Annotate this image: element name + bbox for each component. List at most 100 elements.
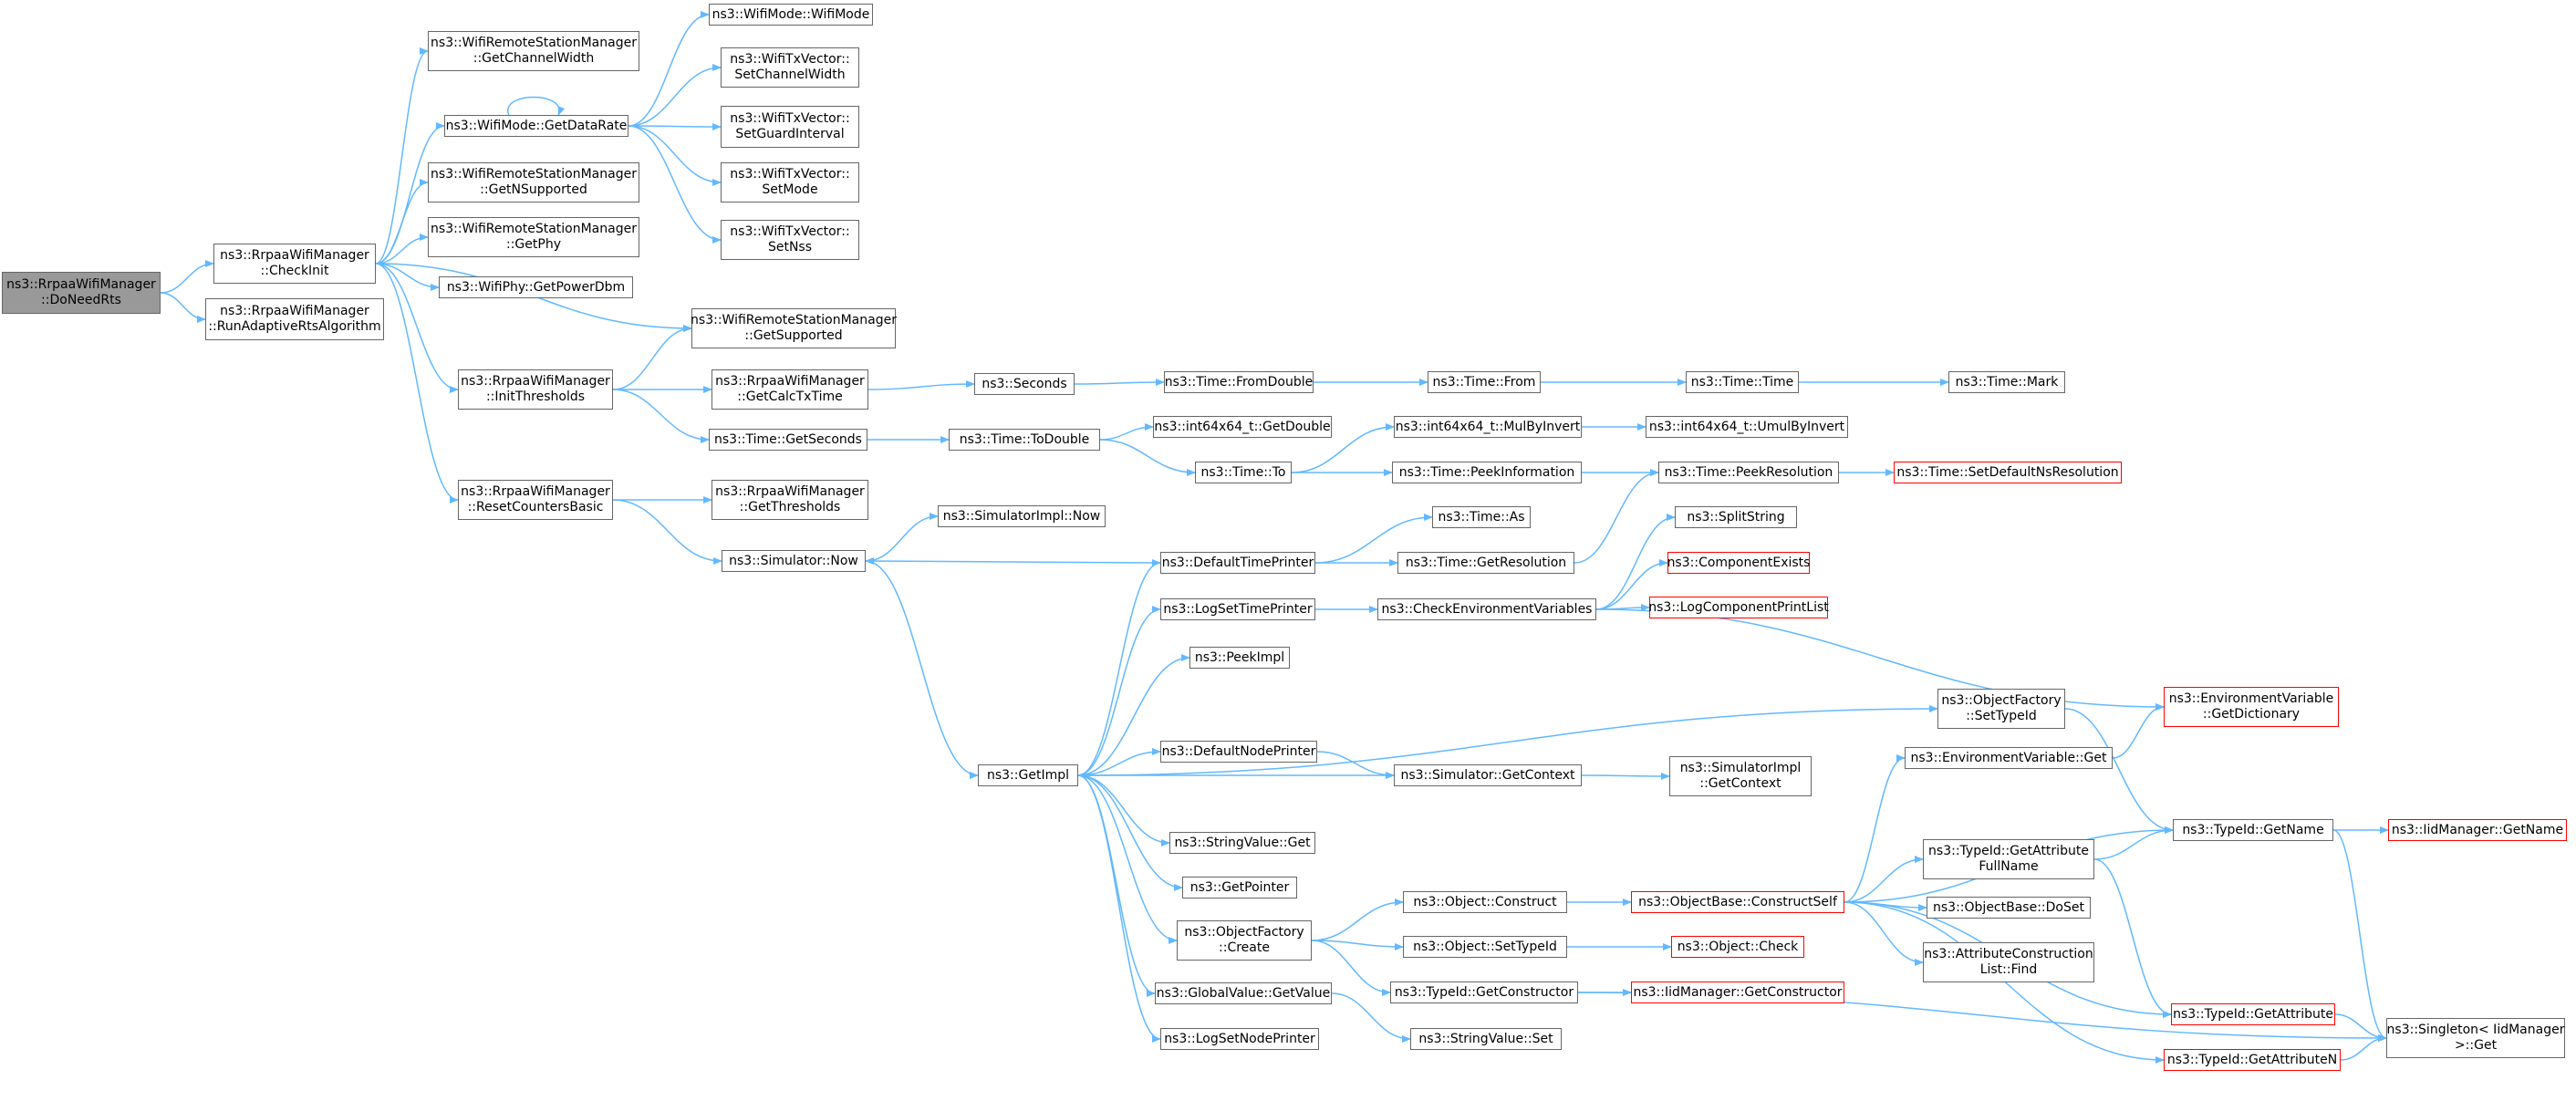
node-environmentvariable-getdictionary[interactable]: ns3::EnvironmentVariable::GetDictionary xyxy=(2164,687,2339,727)
node-getpointer[interactable]: ns3::GetPointer xyxy=(1182,877,1297,898)
node-getnsupported[interactable]: ns3::WifiRemoteStationManager::GetNSuppo… xyxy=(428,162,639,203)
node-int64x64-mulbyinvert[interactable]: ns3::int64x64_t::MulByInvert xyxy=(1394,416,1582,438)
node-setchannelwidth[interactable]: ns3::WifiTxVector::SetChannelWidth xyxy=(721,47,859,88)
node-time-mark[interactable]: ns3::Time::Mark xyxy=(1948,371,2065,393)
node-simulatorimpl-now[interactable]: ns3::SimulatorImpl::Now xyxy=(938,505,1106,527)
node-time-todouble[interactable]: ns3::Time::ToDouble xyxy=(949,429,1100,451)
node-label-line: ns3::DefaultNodePrinter xyxy=(1161,743,1316,759)
node-label-line: ns3::GlobalValue::GetValue xyxy=(1156,985,1331,1001)
node-getthresholds[interactable]: ns3::RrpaaWifiManager::GetThresholds xyxy=(712,480,868,520)
node-simulator-getcontext[interactable]: ns3::Simulator::GetContext xyxy=(1394,764,1582,786)
node-label-line: ::RunAdaptiveRtsAlgorithm xyxy=(208,319,381,334)
node-objectbase-constructself[interactable]: ns3::ObjectBase::ConstructSelf xyxy=(1631,891,1844,913)
node-label-line: ns3::TypeId::GetAttribute xyxy=(2173,1006,2333,1022)
node-time-from[interactable]: ns3::Time::From xyxy=(1428,371,1541,393)
node-getchannelwidth[interactable]: ns3::WifiRemoteStationManager::GetChanne… xyxy=(428,31,639,71)
node-object-check[interactable]: ns3::Object::Check xyxy=(1671,936,1804,958)
node-runadaptivertsalgorithm[interactable]: ns3::RrpaaWifiManager::RunAdaptiveRtsAlg… xyxy=(205,298,384,340)
edge-checkinit-to-getphy xyxy=(375,234,429,265)
node-getpowerdbm[interactable]: ns3::WifiPhy::GetPowerDbm xyxy=(439,276,633,298)
node-typeid-getattributen[interactable]: ns3::TypeId::GetAttributeN xyxy=(2164,1049,2341,1071)
node-label: ns3::WifiTxVector::SetMode xyxy=(730,167,849,198)
node-object-settypeid[interactable]: ns3::Object::SetTypeId xyxy=(1403,936,1567,958)
node-time-fromdouble[interactable]: ns3::Time::FromDouble xyxy=(1164,371,1314,393)
node-time-setdefaultnsresolution[interactable]: ns3::Time::SetDefaultNsResolution xyxy=(1894,462,2122,483)
node-label: ns3::WifiTxVector::SetNss xyxy=(730,224,849,255)
node-checkinit[interactable]: ns3::RrpaaWifiManager::CheckInit xyxy=(213,244,376,284)
node-logsetnodeprinter[interactable]: ns3::LogSetNodePrinter xyxy=(1160,1028,1319,1050)
node-resetcountersbasic[interactable]: ns3::RrpaaWifiManager::ResetCountersBasi… xyxy=(458,480,613,520)
edge-resetcounters-to-simnow xyxy=(612,499,722,565)
node-iidmanager-getname[interactable]: ns3::IidManager::GetName xyxy=(2388,819,2567,841)
node-getsupported[interactable]: ns3::WifiRemoteStationManager::GetSuppor… xyxy=(691,308,897,348)
node-peekimpl[interactable]: ns3::PeekImpl xyxy=(1189,647,1290,669)
node-label-line: ns3::Time::SetDefaultNsResolution xyxy=(1896,464,2119,480)
node-defaultnodeprinter[interactable]: ns3::DefaultNodePrinter xyxy=(1160,741,1317,763)
node-getcalctxtime[interactable]: ns3::RrpaaWifiManager::GetCalcTxTime xyxy=(712,369,868,410)
node-time-peekinformation[interactable]: ns3::Time::PeekInformation xyxy=(1392,462,1582,483)
node-label: ns3::TypeId::GetConstructor xyxy=(1395,985,1574,1001)
node-logcomponentprintlist[interactable]: ns3::LogComponentPrintList xyxy=(1648,597,1829,618)
node-label: ns3::Time::GetSeconds xyxy=(714,432,862,448)
node-label: ns3::ObjectFactory::Create xyxy=(1184,925,1304,956)
node-label: ns3::RrpaaWifiManager::DoNeedRts xyxy=(6,277,156,308)
node-label-line: ns3::WifiMode::WifiMode xyxy=(712,6,870,22)
node-defaulttimeprinter[interactable]: ns3::DefaultTimePrinter xyxy=(1160,552,1315,574)
node-label: ns3::TypeId::GetAttribute xyxy=(2173,1007,2333,1023)
node-time-getseconds[interactable]: ns3::Time::GetSeconds xyxy=(709,429,867,451)
node-wifimode[interactable]: ns3::WifiMode::WifiMode xyxy=(709,4,873,26)
node-initthresholds[interactable]: ns3::RrpaaWifiManager::InitThresholds xyxy=(458,369,613,410)
node-label: ns3::int64x64_t::UmulByInvert xyxy=(1649,420,1844,435)
node-stringvalue-set[interactable]: ns3::StringValue::Set xyxy=(1410,1028,1562,1050)
node-simulator-now[interactable]: ns3::Simulator::Now xyxy=(722,550,866,572)
node-simulatorimpl-getcontext[interactable]: ns3::SimulatorImpl::GetContext xyxy=(1669,756,1812,796)
node-label: ns3::Seconds xyxy=(982,377,1066,392)
node-setmode[interactable]: ns3::WifiTxVector::SetMode xyxy=(721,162,859,203)
node-logsettimeprinter[interactable]: ns3::LogSetTimePrinter xyxy=(1160,598,1315,620)
node-seconds[interactable]: ns3::Seconds xyxy=(974,373,1075,395)
node-label: ns3::int64x64_t::MulByInvert xyxy=(1396,420,1580,435)
node-getimpl[interactable]: ns3::GetImpl xyxy=(978,764,1078,786)
node-label: ns3::GetImpl xyxy=(987,768,1069,784)
node-typeid-getname[interactable]: ns3::TypeId::GetName xyxy=(2173,819,2333,841)
node-int64x64-getdouble[interactable]: ns3::int64x64_t::GetDouble xyxy=(1153,416,1332,438)
node-label-line: ns3::Time::FromDouble xyxy=(1164,374,1314,390)
node-stringvalue-get[interactable]: ns3::StringValue::Get xyxy=(1169,832,1315,854)
node-label-line: ::Create xyxy=(1219,940,1270,955)
node-time-time[interactable]: ns3::Time::Time xyxy=(1686,371,1799,393)
node-label-line: SetChannelWidth xyxy=(734,68,846,82)
node-label: ns3::LogComponentPrintList xyxy=(1648,600,1828,616)
node-label-line: ns3::Simulator::Now xyxy=(729,553,858,568)
node-checkenvironmentvariables[interactable]: ns3::CheckEnvironmentVariables xyxy=(1377,598,1596,620)
node-typeid-getattribute[interactable]: ns3::TypeId::GetAttribute xyxy=(2171,1003,2335,1025)
node-objectfactory-create[interactable]: ns3::ObjectFactory::Create xyxy=(1177,920,1312,961)
node-typeid-getconstructor[interactable]: ns3::TypeId::GetConstructor xyxy=(1390,982,1578,1003)
node-objectfactory-settypeid[interactable]: ns3::ObjectFactory::SetTypeId xyxy=(1937,689,2065,729)
node-iidmanager-getconstructor[interactable]: ns3::IidManager::GetConstructor xyxy=(1631,982,1844,1003)
node-time-as[interactable]: ns3::Time::As xyxy=(1432,506,1531,528)
node-object-construct[interactable]: ns3::Object::Construct xyxy=(1403,891,1567,913)
node-getdatarate[interactable]: ns3::WifiMode::GetDataRate xyxy=(444,115,628,137)
node-label-line: >::Get xyxy=(2454,1038,2498,1053)
edge-getimpl-to-objfactorycreate xyxy=(1077,774,1178,944)
node-componentexists[interactable]: ns3::ComponentExists xyxy=(1667,552,1810,574)
node-label-line: ns3::WifiPhy::GetPowerDbm xyxy=(446,279,626,295)
node-globalvalue-getvalue[interactable]: ns3::GlobalValue::GetValue xyxy=(1155,982,1332,1004)
node-setnss[interactable]: ns3::WifiTxVector::SetNss xyxy=(721,220,859,260)
node-label-line: ns3::WifiRemoteStationManager xyxy=(431,36,637,50)
node-label-line: ns3::SimulatorImpl::Now xyxy=(942,508,1101,524)
node-label: ns3::Simulator::GetContext xyxy=(1400,768,1574,784)
node-time-peekresolution[interactable]: ns3::Time::PeekResolution xyxy=(1658,462,1839,483)
node-setguardinterval[interactable]: ns3::WifiTxVector::SetGuardInterval xyxy=(721,106,859,148)
node-time-getresolution[interactable]: ns3::Time::GetResolution xyxy=(1397,552,1574,574)
node-singleton-iidmanager-get[interactable]: ns3::Singleton< IidManager>::Get xyxy=(2386,1018,2565,1058)
node-objectbase-doset[interactable]: ns3::ObjectBase::DoSet xyxy=(1927,897,2091,919)
node-environmentvariable-get[interactable]: ns3::EnvironmentVariable::Get xyxy=(1905,747,2113,769)
node-label: ns3::Singleton< IidManager>::Get xyxy=(2387,1023,2565,1054)
node-getphy[interactable]: ns3::WifiRemoteStationManager::GetPhy xyxy=(428,217,639,257)
node-int64x64-umulbyinvert[interactable]: ns3::int64x64_t::UmulByInvert xyxy=(1646,416,1848,438)
node-splitstring[interactable]: ns3::SplitString xyxy=(1675,506,1797,528)
node-time-to[interactable]: ns3::Time::To xyxy=(1195,462,1292,483)
